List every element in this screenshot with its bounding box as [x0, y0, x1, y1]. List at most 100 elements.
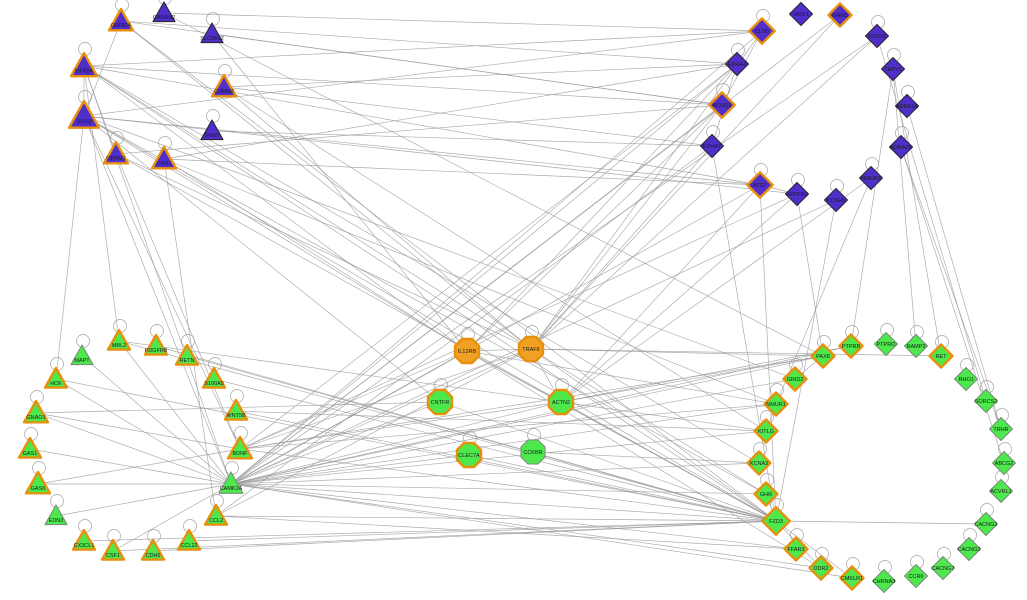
graph-node-adra2b[interactable]	[888, 134, 914, 160]
graph-node-abcg2[interactable]	[991, 450, 1017, 476]
graph-edge	[775, 520, 853, 579]
graph-node-chrm3[interactable]	[210, 73, 238, 98]
graph-node-cx3cl1[interactable]	[71, 528, 97, 551]
graph-edge	[239, 401, 562, 450]
graph-node-cacng7[interactable]	[930, 555, 956, 581]
graph-edge	[230, 483, 853, 579]
graph-node-clec7a[interactable]	[455, 441, 483, 469]
graph-node-gas1[interactable]	[17, 436, 43, 459]
graph-edge	[230, 483, 777, 522]
graph-edge	[83, 65, 532, 350]
graph-node-ccl22[interactable]	[176, 528, 202, 551]
graph-node-ret[interactable]	[928, 343, 954, 369]
graph-node-kitlg[interactable]	[753, 418, 779, 444]
graph-node-csf1[interactable]	[100, 538, 126, 561]
graph-node-ccl2[interactable]	[203, 503, 229, 526]
graph-edge	[188, 520, 777, 542]
graph-node-trhr[interactable]	[988, 416, 1014, 442]
graph-node-gnao1[interactable]	[22, 399, 50, 424]
graph-node-ptpro[interactable]	[873, 331, 899, 357]
graph-edge	[530, 14, 841, 350]
graph-node-ddr2[interactable]	[808, 555, 834, 581]
graph-node-cckbr[interactable]	[520, 439, 546, 465]
graph-node-pax8[interactable]	[810, 343, 836, 369]
graph-edge	[115, 153, 241, 450]
graph-node-pdgfrb[interactable]	[143, 333, 169, 356]
graph-node-nmur2[interactable]	[858, 165, 884, 191]
graph-node-s100a5[interactable]	[201, 366, 227, 389]
graph-node-cdh5[interactable]	[140, 538, 166, 561]
graph-node-cntfr[interactable]	[426, 388, 454, 416]
graph-node-kcnh5[interactable]	[823, 187, 849, 213]
graph-node-ptprb[interactable]	[838, 333, 864, 359]
graph-node-traf6[interactable]	[517, 335, 545, 363]
graph-node-hck[interactable]	[43, 366, 69, 389]
graph-node-il12rb[interactable]	[453, 337, 481, 365]
graph-edge	[796, 193, 824, 357]
graph-node-kcnj6[interactable]	[864, 23, 890, 49]
graph-node-sorcs2[interactable]	[973, 388, 999, 414]
graph-node-rhoj[interactable]	[953, 366, 979, 392]
graph-node-ramp3[interactable]	[903, 333, 929, 359]
graph-edge	[468, 454, 777, 522]
graph-node-bdnf[interactable]	[226, 435, 254, 460]
graph-edge	[83, 65, 777, 522]
graph-node-cacng3[interactable]	[956, 536, 982, 562]
graph-node-mbl2[interactable]	[106, 328, 132, 351]
graph-edge	[83, 115, 468, 352]
graph-node-fzd3[interactable]	[761, 506, 791, 536]
graph-node-npffr2[interactable]	[784, 181, 810, 207]
graph-edge	[466, 350, 562, 403]
graph-node-ccr6[interactable]	[903, 563, 929, 589]
graph-node-wnt5b[interactable]	[223, 398, 249, 421]
graph-edge	[118, 340, 562, 403]
graph-node-drd3[interactable]	[67, 99, 101, 129]
graph-node-adra1a[interactable]	[894, 93, 920, 119]
graph-node-grid2[interactable]	[782, 366, 808, 392]
graph-node-ffar3[interactable]	[783, 536, 809, 562]
graph-node-grm5[interactable]	[827, 2, 853, 28]
graph-node-epha4[interactable]	[724, 51, 750, 77]
graph-node-slc6a12[interactable]	[200, 22, 224, 44]
graph-node-cacng2[interactable]	[973, 511, 999, 537]
graph-node-kcnq3[interactable]	[708, 91, 736, 119]
graph-node-grin2a[interactable]	[107, 7, 135, 32]
graph-node-cnr1[interactable]	[150, 145, 178, 170]
graph-node-acvrl1[interactable]	[988, 478, 1014, 504]
loop-layer	[24, 0, 1012, 574]
graph-edge	[55, 115, 85, 380]
graph-node-grm7[interactable]	[200, 119, 224, 141]
graph-node-oprm1[interactable]	[102, 140, 130, 165]
graph-edge	[239, 350, 468, 450]
graph-edge	[530, 30, 763, 350]
graph-node-actn2[interactable]	[547, 388, 575, 416]
graph-edge	[112, 350, 468, 552]
graph-edge	[230, 462, 760, 485]
graph-node-ghr[interactable]	[753, 481, 779, 507]
graph-node-grik1[interactable]	[788, 1, 814, 27]
graph-node-retn[interactable]	[174, 343, 200, 366]
graph-edge	[230, 63, 738, 485]
graph-edge	[83, 65, 468, 352]
graph-node-kcna3[interactable]	[746, 450, 772, 476]
graph-node-htr2a[interactable]	[69, 51, 99, 78]
graph-node-mapt[interactable]	[70, 344, 94, 366]
graph-edge	[213, 378, 777, 522]
graph-node-cmklr1[interactable]	[839, 565, 865, 591]
graph-node-cln3[interactable]	[748, 17, 776, 45]
graph-node-gabrb2[interactable]	[152, 1, 176, 23]
graph-node-edn3[interactable]	[44, 504, 68, 526]
graph-node-chrna3[interactable]	[871, 568, 897, 594]
graph-node-nmur1[interactable]	[763, 391, 789, 417]
graph-edge	[155, 345, 777, 522]
graph-node-trpv1[interactable]	[880, 56, 906, 82]
graph-edge	[211, 33, 723, 106]
graph-node-atg7[interactable]	[746, 171, 774, 199]
self-loop-edge	[225, 461, 239, 475]
graph-node-camk2a[interactable]	[218, 471, 244, 494]
graph-edge	[223, 86, 713, 147]
graph-node-epha7[interactable]	[699, 133, 725, 159]
graph-node-gas6[interactable]	[24, 470, 52, 495]
graph-edge	[230, 35, 878, 485]
